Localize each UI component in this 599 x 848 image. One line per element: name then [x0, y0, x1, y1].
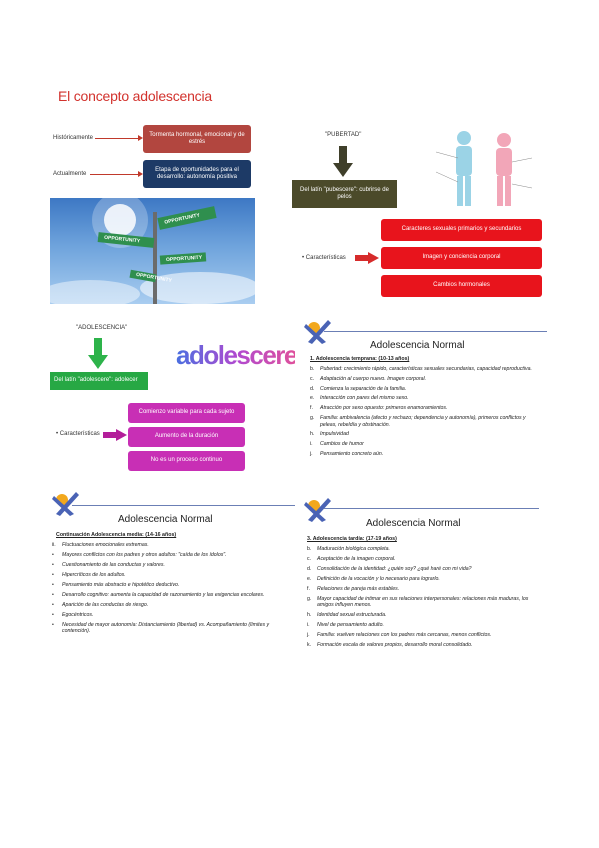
list-item: i.Cambios de humor — [310, 441, 364, 447]
list-item: f.Relaciones de pareja más estables. — [307, 585, 400, 592]
box-comienzo: Comienzo variable para cada sujeto — [128, 403, 245, 423]
anatomy-diagram — [426, 122, 542, 214]
label-actualmente: Actualmente — [53, 171, 87, 177]
list-item: j.Pensamiento concreto aún. — [310, 450, 384, 457]
subheading: 1. Adolescencia temprana: (10-13 años) — [310, 356, 410, 362]
bullet-caracteristicas: • Características — [302, 255, 346, 261]
list-item: d.Consolidación de la identidad: ¿quién … — [307, 565, 472, 572]
list-item: d.Comienza la separación de la familia. — [310, 385, 407, 392]
list-item: k.Formación escala de valores propios, d… — [307, 642, 473, 649]
list-item: e.Interacción con pares del mismo sexo. — [310, 395, 409, 402]
slide-adolescencia-media: Adolescencia Normal Continuación Adolesc… — [50, 490, 295, 666]
heading-rule — [324, 508, 539, 509]
label-historicamente: Históricamente — [53, 135, 94, 141]
list-item: ii.Fluctuaciones emocionales extremas. — [52, 542, 149, 548]
page-title: El concepto adolescencia — [58, 88, 212, 104]
list-item: h.Impulsividad — [310, 431, 349, 438]
logo-icon — [52, 492, 79, 516]
subheading: Continuación Adolescencia media: (14-16 … — [56, 532, 177, 538]
arrow-actualmente — [90, 171, 143, 177]
media-list: ii.Fluctuaciones emocionales extremas. •… — [52, 542, 292, 638]
arrow-right-icon — [355, 252, 379, 264]
slide-adolescencia-temprana: Adolescencia Normal 1. Adolescencia temp… — [302, 318, 547, 486]
arrow-down-icon — [333, 146, 353, 177]
list-item: b.Pubertad: crecimiento rápido, caracter… — [310, 366, 532, 372]
list-item: g.Mayor capacidad de intimar en sus rela… — [307, 595, 529, 609]
list-item: •Mayores conflictos con los padres y otr… — [52, 551, 227, 558]
list-item: i.Nivel de pensamiento adulto. — [307, 622, 384, 629]
list-item: •Desarrollo cognitivo: aumenta la capaci… — [52, 591, 265, 598]
box-oportunidades: Etapa de oportunidades para el desarroll… — [143, 160, 251, 188]
arrow-down-icon — [88, 338, 108, 369]
list-item: h.Identidad sexual estructurada. — [307, 612, 387, 619]
list-item: g.Familia: ambivalencia (afecto y rechaz… — [310, 414, 526, 428]
slide-pubertad: "PUBERTAD" Del latín "pubescere": cubrir… — [292, 120, 547, 302]
box-no-continuo: No es un proceso continuo — [128, 451, 245, 471]
slide-adolescere: "ADOLESCENCIA" Del latín "adolescere": a… — [50, 318, 295, 478]
temprana-list: b.Pubertad: crecimiento rápido, caracter… — [310, 366, 542, 461]
list-item: c.Aceptación de la imagen corporal. — [307, 555, 396, 562]
arrow-right-icon — [103, 429, 127, 441]
slide-concept-history: Históricamente Tormenta hormonal, emocio… — [50, 118, 255, 304]
tardia-list: b.Maduración biológica completa. c.Acept… — [307, 546, 539, 652]
list-item: j.Familia: vuelven relaciones con los pa… — [307, 632, 492, 639]
list-item: b.Maduración biológica completa. — [307, 546, 390, 552]
list-item: •Necesidad de mayor autonomía: Distancia… — [52, 621, 270, 635]
adolescere-wordmark: adolescere — [176, 340, 295, 370]
bullet-caracteristicas: • Características — [56, 431, 100, 437]
list-item: •Egocéntricos. — [52, 611, 94, 618]
list-item: c.Adaptación al cuerpo nuevo. Imagen cor… — [310, 375, 427, 382]
adolescere-latin-box: Del latín "adolescere": adolecer — [50, 372, 148, 390]
slide-adolescencia-tardia: Adolescencia Normal 3. Adolescencia tard… — [302, 496, 539, 672]
sky-photo: OPPORTUNITY OPPORTUNITY OPPORTUNITY OPPO… — [50, 198, 255, 304]
pubertad-heading: "PUBERTAD" — [325, 132, 362, 138]
arrow-historicamente — [95, 135, 143, 141]
list-item: f.Atracción por sexo opuesto: primeros e… — [310, 405, 448, 411]
pubertad-latin-box: Del latín "pubescere": cubrirse de pelos — [292, 180, 397, 208]
list-item: e.Definición de la vocación y lo necesar… — [307, 575, 440, 582]
heading-rule — [324, 331, 547, 332]
slide-heading: Adolescencia Normal — [370, 340, 465, 351]
heading-rule — [72, 505, 295, 506]
list-item: •Cuestionamiento de las conductas y valo… — [52, 561, 165, 568]
list-item: •Aparición de las conductas de riesgo. — [52, 601, 149, 608]
logo-icon — [304, 320, 331, 344]
logo-icon — [304, 498, 331, 522]
sun-icon — [50, 198, 255, 304]
box-cambios: Cambios hormonales — [381, 275, 542, 297]
caracteristicas-label: Características — [305, 255, 346, 261]
subheading: 3. Adolescencia tardía: (17-19 años) — [307, 536, 397, 542]
caracteristicas-label: Características — [59, 431, 100, 437]
slide-heading: Adolescencia Normal — [118, 514, 213, 525]
list-item: •Hipercríticos de los adultos. — [52, 571, 126, 578]
box-imagen: Imagen y conciencia corporal — [381, 247, 542, 269]
adolescencia-heading: "ADOLESCENCIA" — [76, 325, 128, 331]
body-figures-icon — [435, 131, 533, 206]
list-item: •Pensamiento más abstracto e hipotético … — [52, 581, 180, 588]
box-tormenta: Tormenta hormonal, emocional y de estrés — [143, 125, 251, 153]
box-aumento: Aumento de la duración — [128, 427, 245, 447]
slide-heading: Adolescencia Normal — [366, 518, 461, 529]
box-caracteres: Caracteres sexuales primarios y secundar… — [381, 219, 542, 241]
